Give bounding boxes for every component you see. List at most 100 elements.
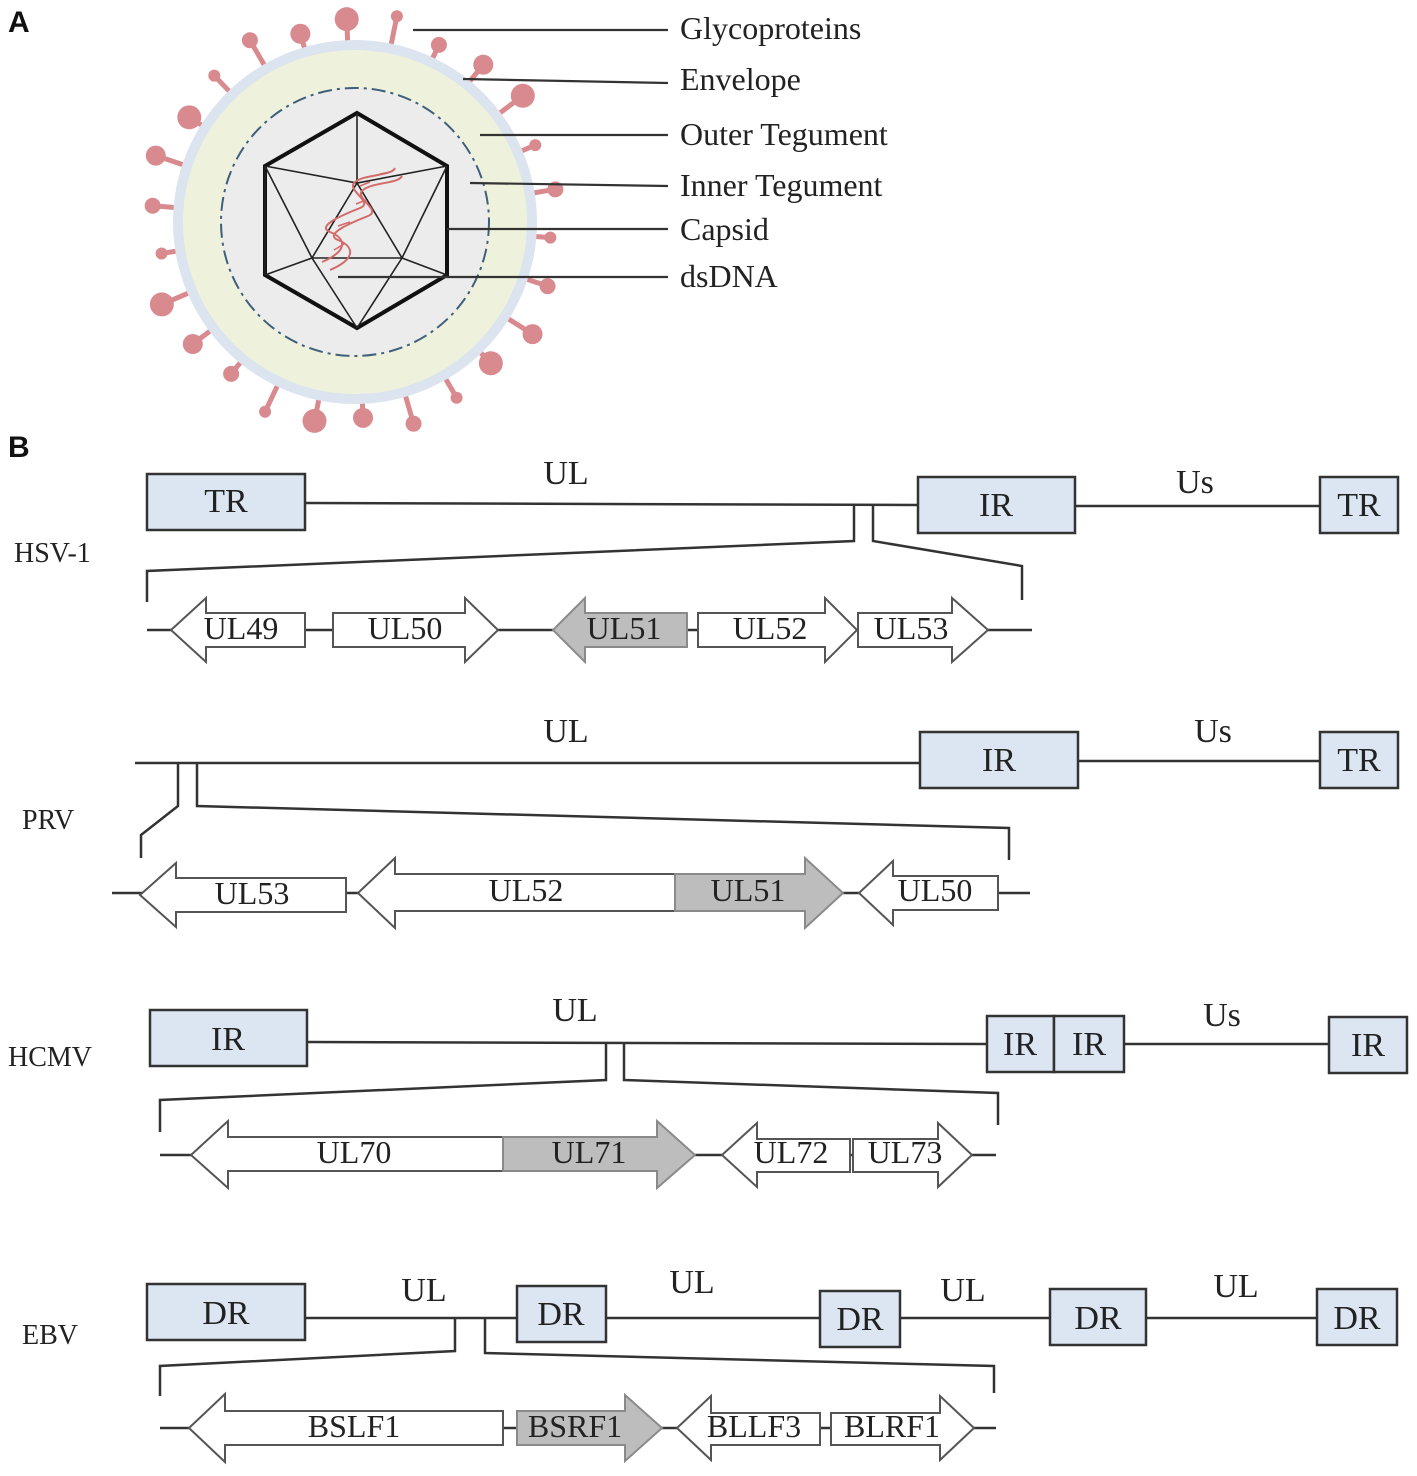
hsv1-ul-label: UL — [543, 455, 588, 492]
label-glycoproteins: Glycoproteins — [680, 10, 861, 46]
ebv-dr-4-label: DR — [1074, 1300, 1122, 1337]
prv-gene-ul51 — [674, 855, 845, 931]
ebv-ul-label-4: UL — [1213, 1268, 1258, 1305]
hsv1-gene-ul53 — [857, 595, 990, 665]
label-dsdna: dsDNA — [680, 258, 778, 294]
ebv-dr-1-label: DR — [202, 1295, 250, 1332]
ebv-dr-3-label: DR — [836, 1301, 884, 1338]
label-capsid: Capsid — [680, 211, 769, 247]
label-inner-tegument: Inner Tegument — [680, 167, 883, 203]
glycoprotein-spike-head — [522, 324, 543, 345]
ebv-dr-2-label: DR — [537, 1296, 585, 1333]
ebv-gene-bllf3 — [675, 1393, 821, 1463]
prv-gene-ul50-label: UL50 — [898, 872, 973, 908]
hcmv-gene-ul70 — [189, 1118, 504, 1191]
hcmv-gene-ul72-label: UL72 — [754, 1134, 829, 1170]
hsv1-ir-box — [916, 475, 1077, 535]
hcmv-gene-ul71-label: UL71 — [552, 1134, 627, 1170]
hcmv-ir-left-label: IR — [211, 1021, 245, 1058]
ebv-gene-bllf3-label: BLLF3 — [707, 1408, 801, 1444]
glycoprotein-spike-head — [510, 83, 535, 108]
glycoprotein-spike-head — [290, 23, 311, 44]
hcmv-ir-right-label: IR — [1351, 1027, 1385, 1064]
prv-tr-box — [1318, 730, 1400, 790]
hcmv-gene-ul71 — [502, 1118, 697, 1191]
hsv1-gene-ul52 — [697, 595, 859, 665]
glycoprotein-spike-head — [405, 415, 422, 432]
hsv1-gene-ul49 — [169, 595, 306, 665]
hcmv-ir-mid2-label: IR — [1072, 1026, 1106, 1063]
glycoprotein-spike-head — [259, 405, 272, 418]
prv-gene-ul53-label: UL53 — [215, 875, 290, 911]
glycoprotein-spike-head — [144, 197, 161, 214]
virion-diagram — [144, 7, 564, 433]
label-envelope: Envelope — [680, 61, 801, 97]
prv-gene-ul52-label: UL52 — [489, 872, 564, 908]
glycoprotein-spike-head — [155, 247, 168, 260]
hcmv-ir-mid1-label: IR — [1003, 1026, 1037, 1063]
glycoprotein-spike-head — [208, 69, 221, 82]
glycoprotein-spike-head — [182, 334, 203, 355]
dsdna-helix — [321, 167, 403, 271]
hsv1-ir-label: IR — [979, 487, 1013, 524]
panel-b-letter: B — [8, 431, 30, 464]
glycoprotein-spikes — [144, 7, 564, 433]
ebv-genome: EBV DR DR DR DR DR UL UL UL UL BSLF1 BSR… — [22, 1264, 1399, 1465]
glycoprotein-spike-head — [149, 292, 174, 317]
glycoprotein-spike-head — [241, 32, 258, 49]
hsv1-tr-left-label: TR — [204, 483, 248, 520]
ebv-gene-bslf1 — [187, 1391, 504, 1465]
ebv-dr-box-3 — [818, 1289, 902, 1349]
hsv1-gene-ul49-label: UL49 — [204, 610, 279, 646]
glycoprotein-spike-head — [529, 139, 542, 152]
prv-gene-ul52 — [356, 855, 676, 931]
hsv1-us-label: Us — [1176, 464, 1214, 501]
panel-a-letter: A — [8, 6, 30, 39]
glycoprotein-spike-head — [334, 7, 359, 32]
hcmv-gene-ul72 — [720, 1120, 851, 1190]
hsv1-gene-ul50 — [332, 595, 500, 665]
ebv-dr-5-label: DR — [1333, 1300, 1381, 1337]
glycoprotein-spike-head — [473, 54, 494, 75]
glycoprotein-spike-head — [177, 105, 202, 130]
hcmv-gene-ul70-label: UL70 — [317, 1134, 392, 1170]
hsv1-gene-ul51 — [551, 595, 688, 665]
glycoprotein-spike-head — [223, 365, 240, 382]
capsid-icosahedron — [263, 110, 449, 331]
hcmv-ir-box-mid2 — [1052, 1014, 1126, 1074]
glycoprotein-spike-head — [478, 351, 503, 376]
hsv1-tr-box-right — [1318, 475, 1400, 535]
ebv-gene-blrf1-label: BLRF1 — [844, 1408, 940, 1444]
prv-genome: PRV IR TR UL Us UL53 UL52 UL51 UL50 — [22, 713, 1400, 931]
hcmv-ir-box-mid1 — [985, 1014, 1056, 1074]
glycoprotein-spike-head — [539, 278, 556, 295]
hcmv-us-label: Us — [1203, 997, 1241, 1034]
virus-label-hsv1: HSV-1 — [14, 538, 91, 569]
virus-label-ebv: EBV — [22, 1320, 78, 1351]
glycoprotein-spike-head — [145, 145, 166, 166]
glycoprotein-spike-head — [544, 231, 557, 244]
prv-gene-ul53 — [138, 860, 347, 930]
hsv1-gene-ul50-label: UL50 — [368, 610, 443, 646]
prv-gene-ul50 — [857, 858, 999, 928]
ebv-ul-label-2: UL — [669, 1264, 714, 1301]
ebv-ul-label-1: UL — [401, 1272, 446, 1309]
glycoprotein-spike-head — [353, 407, 374, 428]
ebv-gene-bsrf1-label: BSRF1 — [528, 1408, 622, 1444]
hcmv-ir-box-left — [148, 1008, 309, 1068]
hsv1-gene-ul52-label: UL52 — [733, 610, 808, 646]
hcmv-gene-ul73-label: UL73 — [868, 1134, 943, 1170]
hsv1-gene-ul53-label: UL53 — [874, 610, 949, 646]
ebv-dr-box-5 — [1315, 1287, 1399, 1347]
glycoprotein-spike-head — [390, 10, 403, 23]
hcmv-gene-ul73 — [852, 1120, 974, 1190]
prv-ir-label: IR — [982, 742, 1016, 779]
ebv-gene-bslf1-label: BSLF1 — [308, 1408, 400, 1444]
prv-gene-ul51-label: UL51 — [711, 872, 786, 908]
glycoprotein-spike-head — [430, 36, 447, 53]
prv-us-label: Us — [1194, 713, 1232, 750]
hcmv-genome: HCMV IR IR IR IR UL Us UL70 UL71 UL72 UL… — [8, 992, 1409, 1191]
glycoprotein-spike-head — [302, 408, 327, 433]
glycoprotein-spike-head — [450, 391, 463, 404]
